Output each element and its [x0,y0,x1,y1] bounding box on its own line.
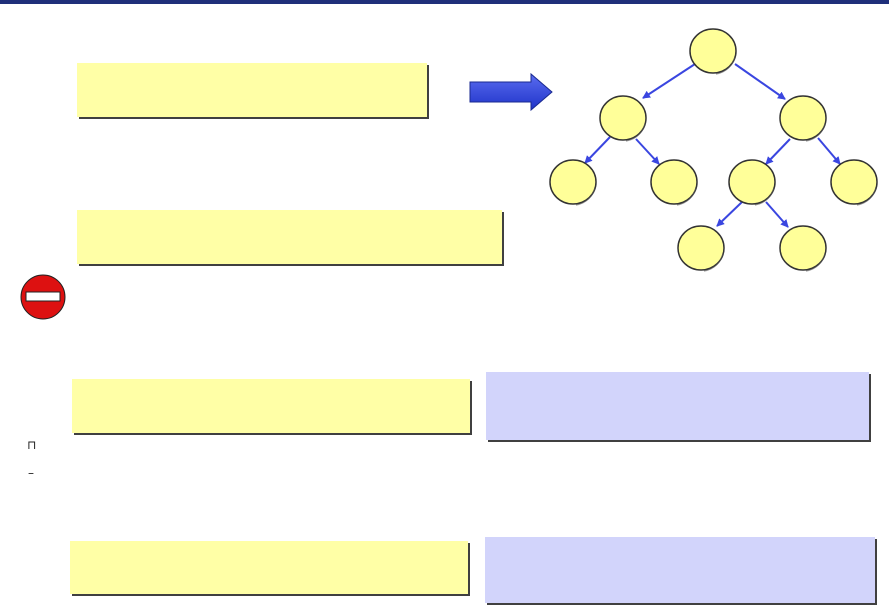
arrow-right-icon [469,72,553,112]
tree-node-n8 [677,225,725,271]
tree-node-n9 [779,225,827,271]
edge-n6-n9 [765,201,789,228]
edge-n3-n7 [817,137,841,165]
text-box-3 [72,379,470,433]
edge-n2-n5 [635,138,660,165]
no-entry-icon [20,274,66,320]
edge-n6-n8 [716,201,743,227]
tree-node-n1 [689,28,737,74]
header-bar [0,0,889,4]
bullet-mark-2: – [28,466,34,480]
text-box-5 [70,541,468,594]
tree-node-n5 [650,159,698,205]
tree-edges [584,63,841,228]
text-box-4 [486,372,869,440]
text-box-2 [77,210,502,264]
text-box-6 [485,537,875,603]
tree-node-shadows [575,55,877,272]
tree-node-n2 [599,95,647,141]
edge-n1-n3 [734,63,786,100]
tree-node-n7 [830,159,878,205]
bullet-mark-1: ⊓ [27,438,37,452]
edge-n2-n4 [584,136,611,164]
tree-nodes [549,28,878,271]
tree-node-n6 [728,159,776,205]
tree-node-n3 [779,95,827,141]
tree-node-n4 [549,159,597,205]
text-box-1 [77,63,427,117]
edge-n1-n2 [642,63,696,99]
edge-n3-n6 [765,138,791,165]
